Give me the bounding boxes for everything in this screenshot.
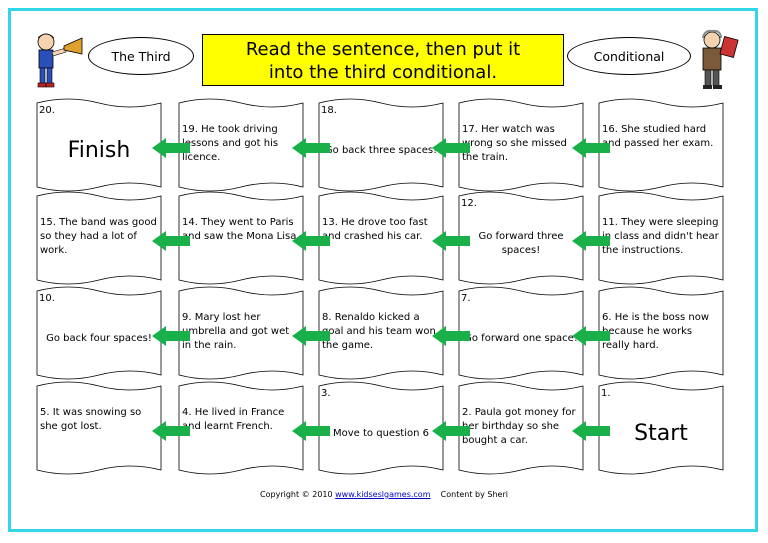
paper-square-shape (178, 191, 304, 285)
board-square: 7. Go forward one space! (458, 285, 584, 381)
paper-square-shape (318, 191, 444, 285)
square-number: 7. (461, 293, 471, 304)
square-number: 12. (461, 198, 477, 209)
left-arrow-icon (432, 231, 470, 251)
square-text: 5. It was snowing so she got lost. (40, 407, 142, 432)
paper-square-shape (36, 98, 162, 192)
board-square: 20. Finish (36, 97, 162, 193)
left-arrow-icon (292, 326, 330, 346)
paper-square-shape (318, 381, 444, 475)
square-text: 15. The band was good so they had a lot … (40, 217, 157, 256)
paper-square-shape (458, 191, 584, 285)
left-arrow-icon (152, 326, 190, 346)
board-square: 17. Her watch was wrong so she missed th… (458, 97, 584, 193)
boy-with-megaphone-icon (37, 33, 83, 88)
left-arrow-icon (432, 138, 470, 158)
square-text: 16. She studied hard and passed her exam… (602, 124, 714, 149)
square-text: 2. Paula got money for her birthday so s… (462, 407, 576, 446)
left-arrow-icon (432, 421, 470, 441)
paper-square-shape (178, 98, 304, 192)
board-square: 9. Mary lost her umbrella and got wet in… (178, 285, 304, 381)
board-square: 6. He is the boss now because he works r… (598, 285, 724, 381)
square-text: 8. Renaldo kicked a goal and his team wo… (322, 312, 436, 351)
board-square: 15. The band was good so they had a lot … (36, 190, 162, 286)
left-arrow-icon (572, 138, 610, 158)
square-number: 10. (39, 293, 55, 304)
square-text: 14. They went to Paris and saw the Mona … (182, 217, 300, 242)
title-line-1: Read the sentence, then put it (245, 39, 521, 60)
board-square: 12. Go forward three spaces! (458, 190, 584, 286)
paper-square-shape (318, 286, 444, 380)
square-text: 9. Mary lost her umbrella and got wet in… (182, 312, 290, 351)
footer: Copyright © 2010 www.kidseslgames.com Co… (0, 490, 768, 499)
square-text: Go back three spaces! (324, 145, 438, 156)
teacher-with-book-icon (702, 29, 739, 89)
paper-square-shape (598, 191, 724, 285)
square-text: Move to question 6 (333, 428, 429, 439)
left-arrow-icon (292, 138, 330, 158)
board-square: 1. Start (598, 380, 724, 476)
square-text: Finish (67, 138, 131, 163)
board-square: 8. Renaldo kicked a goal and his team wo… (318, 285, 444, 381)
board-square: 10. Go back four spaces! (36, 285, 162, 381)
speech-bubble-left: The Third (88, 37, 194, 75)
board-square: 3. Move to question 6 (318, 380, 444, 476)
left-arrow-icon (152, 138, 190, 158)
square-text: Go back four spaces! (46, 333, 152, 344)
paper-square-shape (598, 98, 724, 192)
website-link[interactable]: www.kidseslgames.com (335, 490, 431, 499)
board-square: 16. She studied hard and passed her exam… (598, 97, 724, 193)
board-square: 2. Paula got money for her birthday so s… (458, 380, 584, 476)
square-text: Start (634, 421, 688, 446)
square-text: Go forward one space! (464, 333, 578, 344)
left-arrow-icon (432, 326, 470, 346)
board-square: 11. They were sleeping in class and didn… (598, 190, 724, 286)
paper-square-shape (178, 381, 304, 475)
credit-text: Content by Sheri (440, 490, 508, 499)
square-text: Go forward three spaces! (478, 231, 564, 256)
left-arrow-icon (292, 231, 330, 251)
paper-square-shape (318, 98, 444, 192)
paper-square-shape (36, 381, 162, 475)
speech-bubble-right: Conditional (567, 37, 691, 75)
paper-square-shape (458, 98, 584, 192)
paper-square-shape (36, 286, 162, 380)
square-text: 11. They were sleeping in class and didn… (602, 217, 719, 256)
square-number: 20. (39, 105, 55, 116)
paper-square-shape (36, 191, 162, 285)
paper-square-shape (458, 286, 584, 380)
title-line-2: into the third conditional. (268, 62, 498, 83)
square-text: 17. Her watch was wrong so she missed th… (462, 124, 567, 163)
square-number: 18. (321, 105, 337, 116)
square-text: 19. He took driving lessons and got his … (182, 124, 279, 163)
paper-square-shape (178, 286, 304, 380)
board-square: 4. He lived in France and learnt French. (178, 380, 304, 476)
left-arrow-icon (572, 326, 610, 346)
copyright-text: Copyright © 2010 (260, 490, 333, 499)
square-number: 1. (601, 388, 611, 399)
board-square: 18. Go back three spaces! (318, 97, 444, 193)
paper-square-shape (598, 286, 724, 380)
left-arrow-icon (152, 421, 190, 441)
square-number: 3. (321, 388, 331, 399)
paper-square-shape (598, 381, 724, 475)
board-square: 14. They went to Paris and saw the Mona … (178, 190, 304, 286)
square-text: 13. He drove too fast and crashed his ca… (322, 217, 428, 242)
left-arrow-icon (152, 231, 190, 251)
left-arrow-icon (292, 421, 330, 441)
paper-square-shape (458, 381, 584, 475)
board-square: 19. He took driving lessons and got his … (178, 97, 304, 193)
square-text: 4. He lived in France and learnt French. (182, 407, 285, 432)
square-text: 6. He is the boss now because he works r… (602, 312, 710, 351)
left-arrow-icon (572, 231, 610, 251)
board-square: 13. He drove too fast and crashed his ca… (318, 190, 444, 286)
board-square: 5. It was snowing so she got lost. (36, 380, 162, 476)
page-title: Read the sentence, then put it into the … (202, 34, 564, 86)
left-arrow-icon (572, 421, 610, 441)
